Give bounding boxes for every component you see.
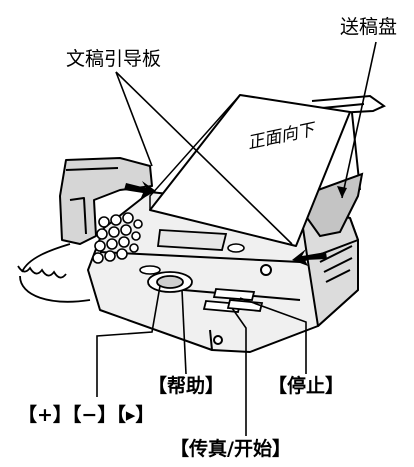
keypad — [92, 212, 143, 264]
handset-cord — [17, 243, 91, 303]
leader-lines — [96, 41, 377, 436]
leader-help — [181, 289, 187, 375]
insertion-arrows — [124, 181, 327, 266]
leader-guides-left — [115, 71, 153, 167]
leader-nav — [96, 285, 161, 397]
function-buttons — [139, 243, 245, 275]
handset — [59, 157, 153, 245]
label-nav-keys: 【+】【−】【▸】 — [18, 404, 155, 426]
navigator-dial — [147, 271, 193, 293]
tray-arrowhead-icon — [337, 186, 347, 198]
document-sheet — [149, 94, 351, 247]
label-document-guides: 文稿引导板 — [66, 48, 162, 70]
leader-stop — [239, 297, 307, 374]
label-fax-start-key: 【传真/开始】 — [170, 438, 291, 460]
leader-fax — [231, 307, 247, 436]
leader-guides-right — [115, 71, 293, 245]
label-paper-tray: 送稿盘 — [340, 16, 398, 38]
arrow-left-icon — [124, 181, 156, 200]
arrow-right-icon — [292, 249, 327, 266]
leader-tray — [341, 41, 377, 199]
label-stop-key: 【停止】 — [268, 375, 345, 397]
control-buttons — [202, 288, 264, 313]
label-help-key: 【帮助】 — [148, 375, 225, 397]
document-sheet-back — [149, 94, 241, 210]
display-window — [156, 229, 228, 251]
